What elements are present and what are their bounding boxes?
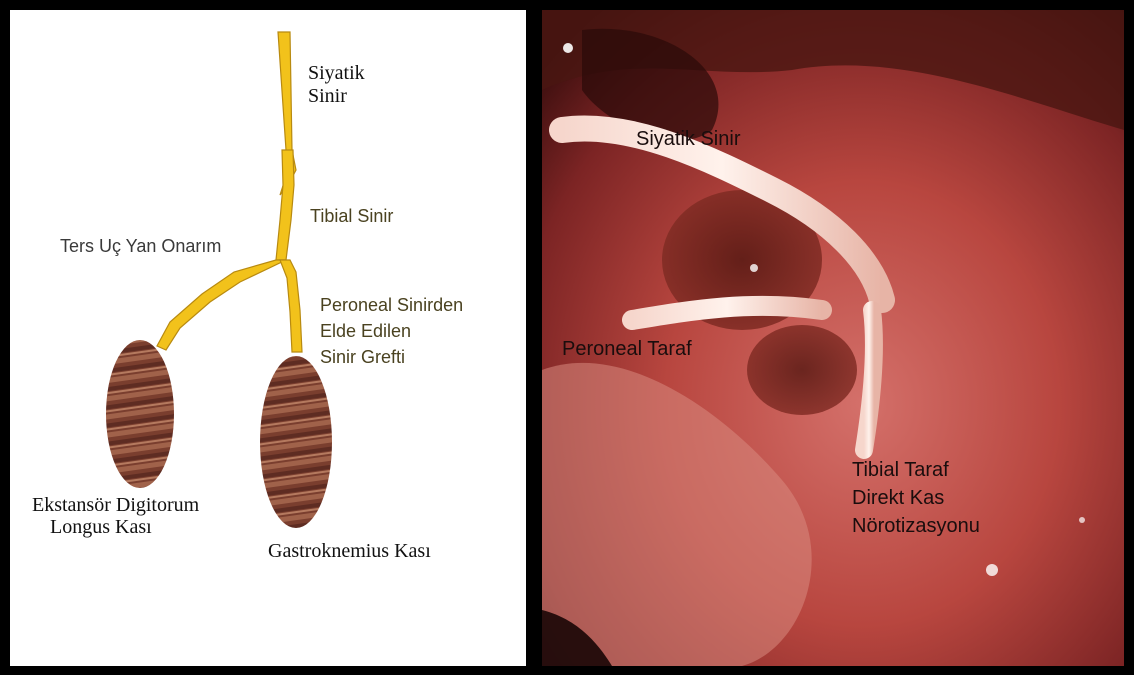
photo-sciatic-label: Siyatik Sinir <box>636 128 740 151</box>
surgical-photo-panel: Siyatik Sinir Peroneal Taraf Tibial Tara… <box>538 6 1128 670</box>
schematic-panel: Siyatik Sinir Tibial Sinir Ters Uç Yan O… <box>6 6 530 670</box>
tibial-nerve <box>276 150 294 260</box>
gastrocnemius-label: Gastroknemius Kası <box>268 540 431 563</box>
photo-tibial-nerve <box>864 310 874 450</box>
repair-branch <box>157 260 286 350</box>
photo-tibial-label: Tibial Taraf Direkt Kas Nörotizasyonu <box>852 456 980 540</box>
edl-label: Ekstansör Digitorum Longus Kası <box>32 494 199 538</box>
graft-label: Peroneal Sinirden Elde Edilen Sinir Gref… <box>320 292 463 370</box>
edl-muscle <box>106 340 174 488</box>
reverse-repair-label: Ters Uç Yan Onarım <box>60 236 221 257</box>
graft-branch <box>280 260 302 352</box>
tibial-label: Tibial Sinir <box>310 206 393 227</box>
gastrocnemius-muscle <box>260 356 332 528</box>
sciatic-label: Siyatik Sinir <box>308 62 365 108</box>
photo-peroneal-label: Peroneal Taraf <box>562 338 692 361</box>
